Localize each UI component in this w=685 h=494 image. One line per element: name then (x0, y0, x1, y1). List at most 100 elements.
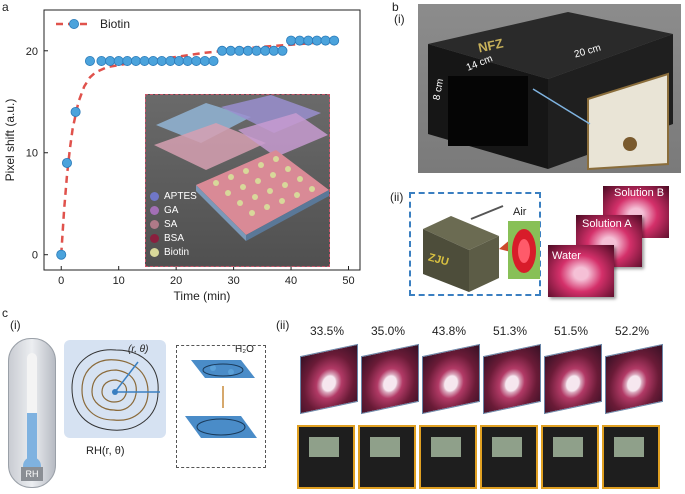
biotin-data-point (139, 55, 150, 66)
solution-a-label: Solution A (582, 218, 632, 230)
biotin-data-point (105, 55, 116, 66)
x-tick-label: 40 (285, 275, 297, 287)
inset-legend-label: GA (164, 204, 179, 216)
hygrometer-photo-3 (419, 425, 477, 489)
biotin-site-dot (249, 210, 255, 216)
contour-map: (r, θ) (64, 340, 166, 438)
panel-b-label: b (392, 0, 399, 14)
panel-c-ii-label: (ii) (276, 318, 290, 332)
biotin-data-point (329, 35, 340, 46)
inset-legend-swatch (150, 233, 159, 243)
biotin-data-point (191, 55, 202, 66)
panel-b-ii-label: (ii) (390, 190, 404, 204)
biotin-data-point (182, 55, 193, 66)
inset-legend-item: APTES (150, 189, 197, 203)
hygrometer-photo-5 (541, 425, 599, 489)
humidity-value-4: 51.3% (492, 324, 528, 338)
panel-c-i-label: (i) (10, 318, 21, 332)
biotin-site-dot (267, 188, 273, 194)
y-tick-label: 20 (26, 46, 38, 58)
rh-label: RH (21, 467, 43, 481)
air-label: Air (513, 206, 527, 218)
y-axis-label: Pixel shift (a.u.) (3, 99, 17, 182)
contour-drawing (71, 349, 160, 431)
biotin-data-point (148, 55, 159, 66)
inset-legend-item: Biotin (150, 245, 197, 259)
y-tick-label: 10 (26, 148, 38, 160)
biotin-site-dot (237, 200, 243, 206)
water-molecule-label: H₂O (235, 344, 254, 355)
biotin-data-point (156, 55, 167, 66)
biotin-data-point (225, 45, 236, 56)
x-tick-label: 30 (227, 275, 239, 287)
box-drawing (428, 12, 673, 171)
inset-legend-swatch (150, 205, 159, 215)
biotin-site-dot (258, 162, 264, 168)
thermometer-fill (27, 413, 37, 465)
biotin-site-dot (225, 190, 231, 196)
biotin-data-point (260, 45, 271, 56)
biotin-site-dot (285, 166, 291, 172)
biotin-data-point (122, 55, 133, 66)
biotin-data-point (56, 249, 67, 260)
biotin-data-point (199, 55, 210, 66)
plates-frame: H₂O (176, 344, 266, 468)
hygrometer-photo-1 (297, 425, 355, 489)
plot-frame (43, 9, 361, 271)
inset-legend-item: GA (150, 203, 197, 217)
humidity-value-3: 43.8% (431, 324, 467, 338)
biotin-data-point (320, 35, 331, 46)
biotin-site-dot (294, 192, 300, 198)
biotin-site-dot (252, 194, 258, 200)
biotin-site-dot (264, 204, 270, 210)
inset-legend-item: SA (150, 217, 197, 231)
inset-legend-label: Biotin (164, 246, 190, 258)
setup-drawing (423, 205, 540, 292)
biotin-site-dot (255, 178, 261, 184)
droplet-image-1 (300, 343, 358, 415)
biotin-data-point (174, 55, 185, 66)
droplet-image-6 (605, 343, 663, 415)
biotin-data-point (242, 45, 253, 56)
panel-c-label: c (2, 306, 8, 320)
x-tick-label: 20 (170, 275, 182, 287)
inset-legend-swatch (150, 219, 159, 229)
biotin-site-dot (243, 168, 249, 174)
inset-legend-label: BSA (164, 232, 185, 244)
biotin-data-point (234, 45, 245, 56)
x-tick-label: 0 (58, 275, 64, 287)
biotin-data-point (208, 55, 219, 66)
biotin-data-point (277, 45, 288, 56)
hygrometer-photo-4 (480, 425, 538, 489)
legend-label: Biotin (100, 17, 130, 31)
biotin-site-dot (240, 184, 246, 190)
biotin-site-dot (228, 174, 234, 180)
x-axis-label: Time (min) (174, 289, 231, 303)
water-label: Water (552, 250, 581, 262)
biotin-site-dot (273, 156, 279, 162)
biotin-site-dot (297, 176, 303, 182)
biotin-data-point (113, 55, 124, 66)
biotin-data-point (84, 55, 95, 66)
humidity-value-2: 35.0% (370, 324, 406, 338)
droplet-image-5 (544, 343, 602, 415)
biotin-data-point (96, 55, 107, 66)
biotin-data-point (303, 35, 314, 46)
biotin-data-point (251, 45, 262, 56)
inset-legend-swatch (150, 247, 159, 257)
humidity-value-5: 51.5% (553, 324, 589, 338)
plates-drawing (185, 360, 257, 438)
hygrometer-photo-2 (358, 425, 416, 489)
contour-coordinate: (r, θ) (128, 344, 149, 355)
humidity-value-1: 33.5% (309, 324, 345, 338)
hygrometer-photo-6 (602, 425, 660, 489)
setup-frame: ZJU Air (409, 192, 541, 296)
contour-label: RH(r, θ) (86, 445, 125, 457)
humidity-value-6: 52.2% (614, 324, 650, 338)
biotin-data-point (294, 35, 305, 46)
inset-legend-item: BSA (150, 231, 197, 245)
inset-legend-label: APTES (164, 190, 197, 202)
droplet-image-2 (361, 343, 419, 415)
biotin-data-point (165, 55, 176, 66)
